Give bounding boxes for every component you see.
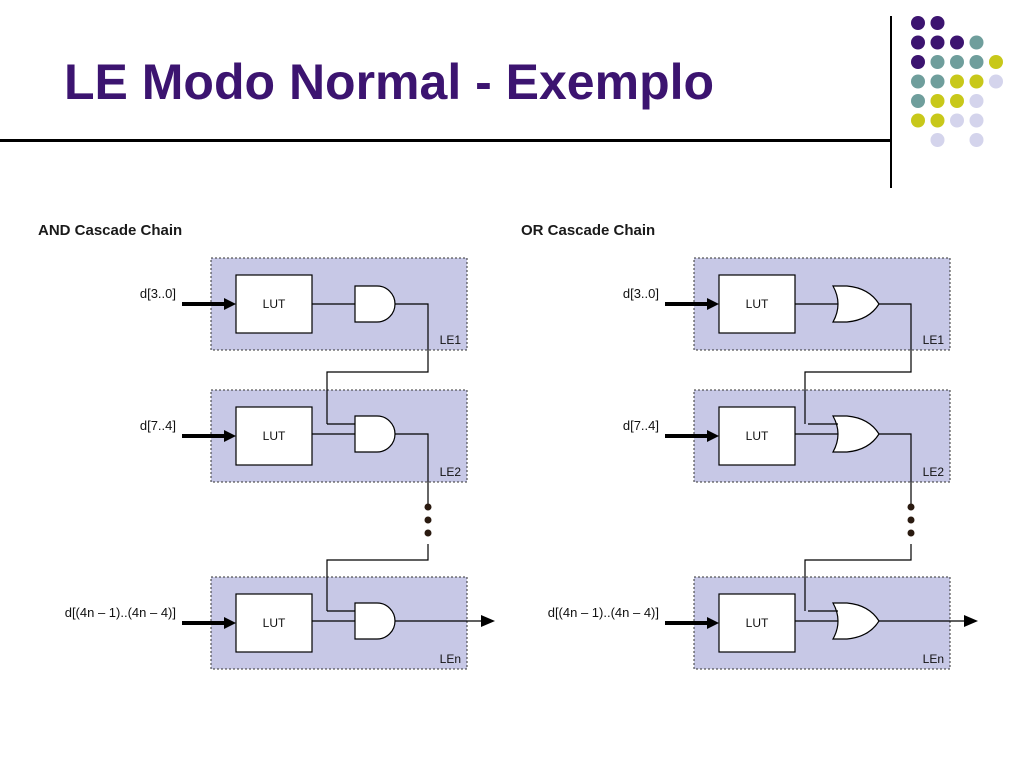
and-gate: [354, 285, 396, 323]
lut-label: LUT: [746, 297, 769, 311]
input-signal-label: d[7..4]: [140, 418, 176, 433]
decor-dot: [930, 16, 945, 30]
decor-dot: [911, 55, 925, 69]
cascade-wire: [804, 544, 912, 611]
le-label: LE2: [440, 465, 462, 479]
cascade-wire: [326, 544, 429, 611]
lut-label: LUT: [746, 616, 769, 630]
title-underline: [0, 139, 892, 142]
input-signal-label: d[7..4]: [623, 418, 659, 433]
lut-label: LUT: [263, 616, 286, 630]
le-label: LE1: [923, 333, 945, 347]
decor-dot: [950, 113, 964, 128]
input-arrowhead: [224, 430, 236, 442]
input-signal-label: d[(4n – 1)..(4n – 4)]: [548, 605, 659, 620]
or-gate: [831, 285, 880, 323]
decor-dot: [930, 35, 945, 50]
slide-title: LE Modo Normal - Exemplo: [64, 54, 715, 110]
lut-box: [718, 593, 796, 653]
output-arrowhead: [481, 615, 495, 627]
or-gate: [831, 415, 880, 453]
panel-title: OR Cascade Chain: [521, 222, 655, 239]
decor-dot: [911, 16, 925, 30]
decor-dot: [969, 74, 984, 89]
decor-dot: [989, 74, 1003, 89]
decor-dot: [911, 94, 925, 108]
lut-box: [235, 406, 313, 466]
cascade-wire: [395, 433, 429, 504]
lut-box: [235, 593, 313, 653]
and-gate: [354, 602, 396, 640]
decor-dot: [969, 35, 984, 50]
decor-dot: [969, 113, 984, 128]
continuation-dot: [424, 516, 432, 524]
continuation-dot: [424, 503, 432, 511]
lut-box: [235, 274, 313, 334]
continuation-dot: [907, 529, 915, 537]
input-signal-label: d[(4n – 1)..(4n – 4)]: [65, 605, 176, 620]
input-signal-label: d[3..0]: [140, 286, 176, 301]
corner-divider: [890, 16, 892, 188]
decor-dot: [930, 113, 945, 128]
decor-dot: [950, 94, 964, 108]
cascade-wire: [804, 303, 912, 424]
decor-dot: [930, 94, 945, 108]
decor-dot: [969, 94, 984, 108]
input-arrowhead: [224, 298, 236, 310]
continuation-dot: [907, 503, 915, 511]
lut-label: LUT: [746, 429, 769, 443]
continuation-dot: [424, 529, 432, 537]
input-arrowhead: [707, 617, 719, 629]
lut-label: LUT: [263, 297, 286, 311]
lut-label: LUT: [263, 429, 286, 443]
cascade-wire: [326, 303, 429, 424]
decor-dot: [930, 133, 945, 147]
decor-dot: [911, 113, 925, 128]
input-arrowhead: [707, 298, 719, 310]
decor-dot: [911, 35, 925, 50]
decor-dot: [969, 55, 984, 69]
le-label: LEn: [440, 652, 461, 666]
decor-dot: [950, 55, 964, 69]
decor-dot: [989, 55, 1003, 69]
input-arrowhead: [707, 430, 719, 442]
decor-dot: [911, 74, 925, 89]
decor-dot: [930, 74, 945, 89]
decor-dot: [930, 55, 945, 69]
continuation-dot: [907, 516, 915, 524]
le-label: LE1: [440, 333, 462, 347]
input-signal-label: d[3..0]: [623, 286, 659, 301]
and-gate: [354, 415, 396, 453]
or-gate: [831, 602, 880, 640]
panel-title: AND Cascade Chain: [38, 222, 182, 239]
input-arrowhead: [224, 617, 236, 629]
le-label: LEn: [923, 652, 944, 666]
decor-dot: [950, 74, 964, 89]
decor-dot: [950, 35, 964, 50]
output-arrowhead: [964, 615, 978, 627]
decor-dot: [969, 133, 984, 147]
lut-box: [718, 406, 796, 466]
cascade-wire: [879, 433, 912, 504]
le-label: LE2: [923, 465, 945, 479]
decorative-dot-grid: [911, 16, 1003, 147]
